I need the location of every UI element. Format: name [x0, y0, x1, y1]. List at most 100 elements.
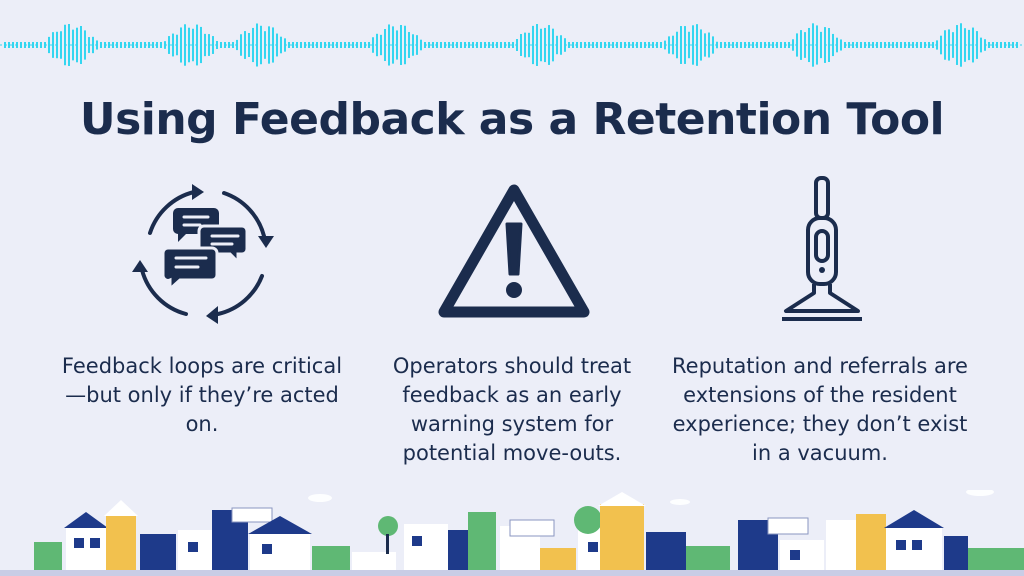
wave-bar: [588, 42, 590, 48]
wave-bar: [964, 28, 966, 62]
wave-bar: [260, 25, 262, 65]
wave-bar: [432, 42, 434, 48]
wave-bar: [824, 27, 826, 63]
wave-bar: [724, 42, 726, 48]
wave-bar: [760, 42, 762, 48]
wave-bar: [572, 42, 574, 48]
wave-bar: [596, 42, 598, 48]
wave-bar: [332, 42, 334, 48]
wave-bar: [380, 34, 382, 56]
wave-bar: [860, 42, 862, 48]
wave-bar: [912, 42, 914, 48]
wave-bar: [372, 37, 374, 53]
wave-bar: [624, 42, 626, 48]
sound-wave-banner: [0, 23, 1024, 67]
wave-bar: [532, 25, 534, 65]
wave-bar: [444, 42, 446, 48]
wave-bar: [896, 42, 898, 48]
wave-bar: [952, 32, 954, 58]
wave-bar: [144, 42, 146, 48]
wave-bar: [416, 35, 418, 55]
wave-bar: [864, 42, 866, 48]
wave-bar: [328, 42, 330, 48]
wave-bar: [508, 42, 510, 48]
wave-bar: [740, 42, 742, 48]
wave-bar: [776, 42, 778, 48]
wave-bar: [928, 42, 930, 48]
wave-bar: [316, 42, 318, 48]
wave-bar: [80, 25, 82, 65]
wave-bar: [808, 27, 810, 63]
wave-bar: [1004, 42, 1006, 48]
wave-bar: [616, 42, 618, 48]
wave-bar: [304, 42, 306, 48]
wave-bar: [300, 42, 302, 48]
wave-bar: [520, 34, 522, 56]
wave-bar: [792, 39, 794, 51]
wave-bar: [956, 25, 958, 65]
wave-bar: [604, 42, 606, 48]
wave-bar: [564, 38, 566, 52]
wave-bar: [884, 42, 886, 48]
wave-bar: [284, 38, 286, 52]
wave-bar: [592, 42, 594, 48]
wave-bar: [1016, 42, 1018, 48]
wave-bar: [904, 42, 906, 48]
wave-bar: [236, 39, 238, 51]
wave-bar: [692, 25, 694, 65]
wave-bar: [516, 39, 518, 51]
wave-bar: [636, 42, 638, 48]
wave-bar: [680, 26, 682, 64]
wave-bar: [60, 31, 62, 59]
wave-bar: [524, 32, 526, 58]
wave-bar: [464, 42, 466, 48]
wave-bar: [980, 37, 982, 53]
wave-bar: [48, 36, 50, 54]
wave-bar: [768, 42, 770, 48]
wave-bar: [480, 42, 482, 48]
wave-bar: [800, 30, 802, 60]
wave-bar: [628, 42, 630, 48]
wave-bar: [756, 42, 758, 48]
wave-bar: [632, 42, 634, 48]
wave-bar: [132, 42, 134, 48]
caption-feedback-loops: Feedback loops are critical—but only if …: [61, 354, 343, 436]
wave-bar: [920, 42, 922, 48]
wave-bar: [204, 33, 206, 57]
wave-bar: [360, 42, 362, 48]
wave-bar: [336, 42, 338, 48]
wave-bar: [296, 42, 298, 48]
wave-bar: [1012, 42, 1014, 48]
wave-bar: [816, 25, 818, 65]
wave-bar: [448, 42, 450, 48]
wave-bar: [356, 42, 358, 48]
wave-bar: [404, 25, 406, 65]
wave-bar: [256, 23, 258, 67]
wave-bar: [104, 42, 106, 48]
wave-bar: [472, 42, 474, 48]
wave-bar: [324, 42, 326, 48]
wave-bar: [996, 42, 998, 48]
wave-bar: [932, 42, 934, 48]
wave-bar: [916, 42, 918, 48]
caption-reputation: Reputation and referrals are extensions …: [672, 354, 968, 465]
caption-early-warning: Operators should treat feedback as an ea…: [392, 354, 632, 465]
wave-bar: [688, 31, 690, 59]
wave-bar: [656, 42, 658, 48]
wave-bar: [12, 42, 14, 48]
wave-bar: [192, 28, 194, 62]
wave-bar: [828, 28, 830, 62]
wave-bar: [752, 42, 754, 48]
wave-bar: [24, 42, 26, 48]
wave-bar: [640, 42, 642, 48]
wave-bar: [32, 42, 34, 48]
wave-bar: [696, 24, 698, 66]
wave-bar: [248, 33, 250, 57]
wave-bar: [500, 42, 502, 48]
wave-bar: [288, 42, 290, 48]
wave-bar: [264, 31, 266, 59]
wave-bar: [552, 28, 554, 62]
wave-bar: [468, 42, 470, 48]
wave-bar: [460, 42, 462, 48]
wave-bar: [340, 42, 342, 48]
